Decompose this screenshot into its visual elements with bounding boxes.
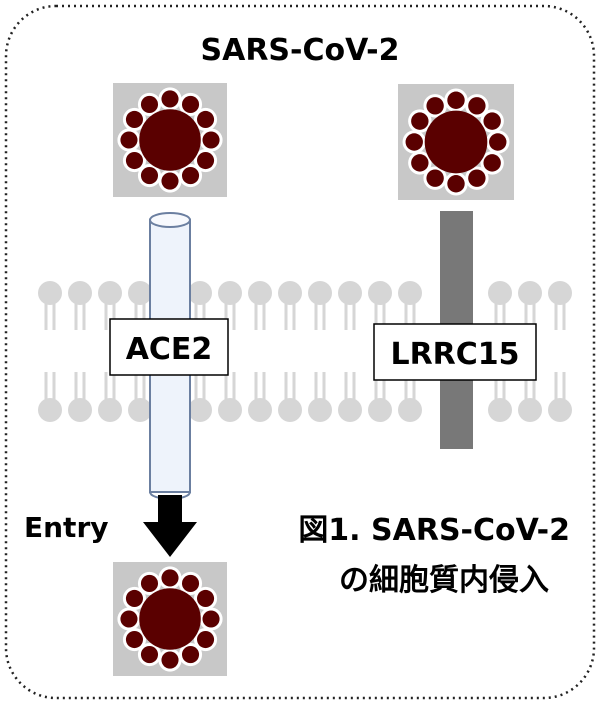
virus-icon <box>113 562 227 676</box>
entry-label: Entry <box>24 511 109 544</box>
virus-icon <box>113 83 227 197</box>
ace2-label-box: ACE2 <box>109 318 229 376</box>
lrrc15-label: LRRC15 <box>390 337 519 372</box>
entry-arrow-icon <box>143 495 197 557</box>
diagram-title: SARS-CoV-2 <box>201 33 400 68</box>
ace2-label: ACE2 <box>126 332 213 367</box>
virus-icon <box>398 84 514 200</box>
figure-caption-line-2: の細胞質内侵入 <box>339 563 549 598</box>
figure-caption-line-1: 図1. SARS-CoV-2 <box>298 513 570 548</box>
lrrc15-label-box: LRRC15 <box>373 323 537 381</box>
